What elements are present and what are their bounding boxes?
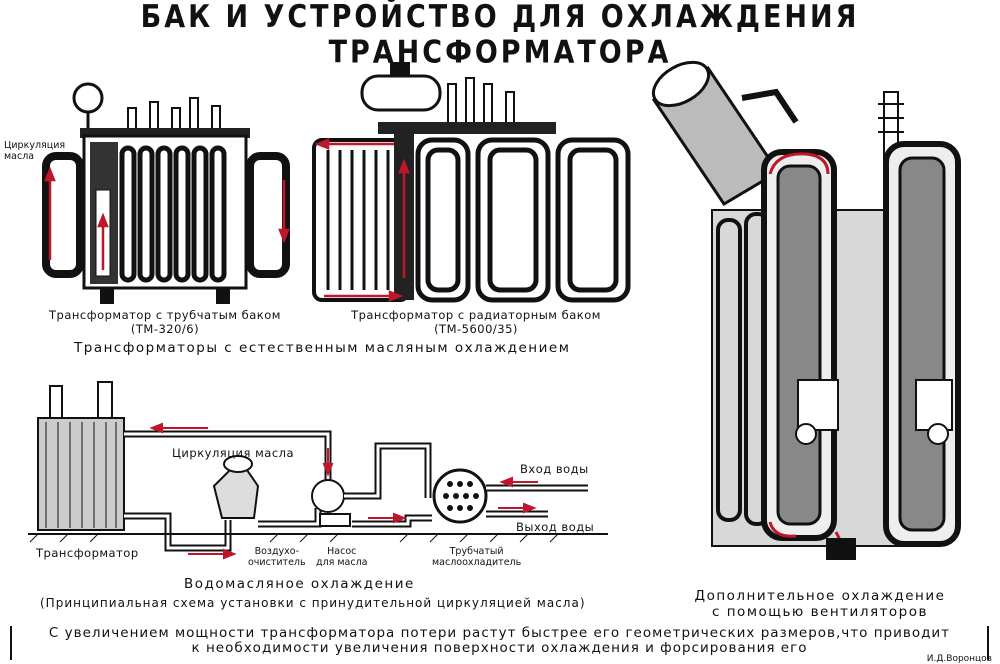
forced-circulation-caption: (Принципиальная схема установки с принуд… [40, 596, 586, 610]
footer-note-line1: С увеличением мощности трансформатора по… [48, 625, 951, 641]
footer-note: С увеличением мощности трансформатора по… [10, 626, 989, 660]
fan-cooling-caption: Дополнительное охлаждение с помощью вент… [690, 588, 950, 620]
fan-cooled-transformer-drawing [651, 60, 961, 560]
fan-cooling-caption-line1: Дополнительное охлаждение [694, 588, 946, 604]
radiator-tank-caption-line1: Трансформатор с радиаторным баком [351, 308, 601, 322]
radiator-tank-caption: Трансформатор с радиаторным баком (ТМ-56… [326, 308, 626, 336]
tubular-tank-transformer-drawing [42, 82, 290, 304]
water-oil-cooling-caption: Водомасляное охлаждение [184, 576, 415, 592]
radiator-tank-caption-line2: (ТМ-5600/35) [434, 322, 518, 336]
tubular-tank-caption-line2: (ТМ-320/6) [130, 322, 200, 336]
page-title: БАК И УСТРОЙСТВО ДЛЯ ОХЛАЖДЕНИЯ ТРАНСФОР… [140, 0, 860, 71]
tubular-tank-caption: Трансформатор с трубчатым баком (ТМ-320/… [40, 308, 290, 336]
air-cleaner-label: Воздухо- очиститель [248, 546, 306, 568]
author-signature: И.Д.Воронцов [926, 654, 992, 664]
oil-circulation-scheme-label: Циркуляция масла [172, 446, 295, 460]
oil-pump-label: Насос для масла [316, 546, 368, 568]
natural-cooling-caption: Трансформаторы с естественным масляным о… [74, 340, 571, 356]
water-oil-cooling-scheme-drawing [28, 381, 608, 560]
fan-cooling-caption-line2: с помощью вентиляторов [712, 604, 928, 620]
tubular-tank-caption-line1: Трансформатор с трубчатым баком [49, 308, 281, 322]
water-in-label: Вход воды [520, 462, 589, 476]
footer-note-line2: к необходимости увеличения поверхности о… [191, 640, 808, 656]
tube-cooler-label: Трубчатый маслоохладитель [432, 546, 522, 568]
water-out-label: Выход воды [516, 520, 595, 534]
radiator-tank-transformer-drawing [312, 62, 631, 303]
oil-circulation-label-top: Циркуляция масла [4, 140, 66, 162]
transformer-label: Трансформатор [36, 546, 139, 560]
